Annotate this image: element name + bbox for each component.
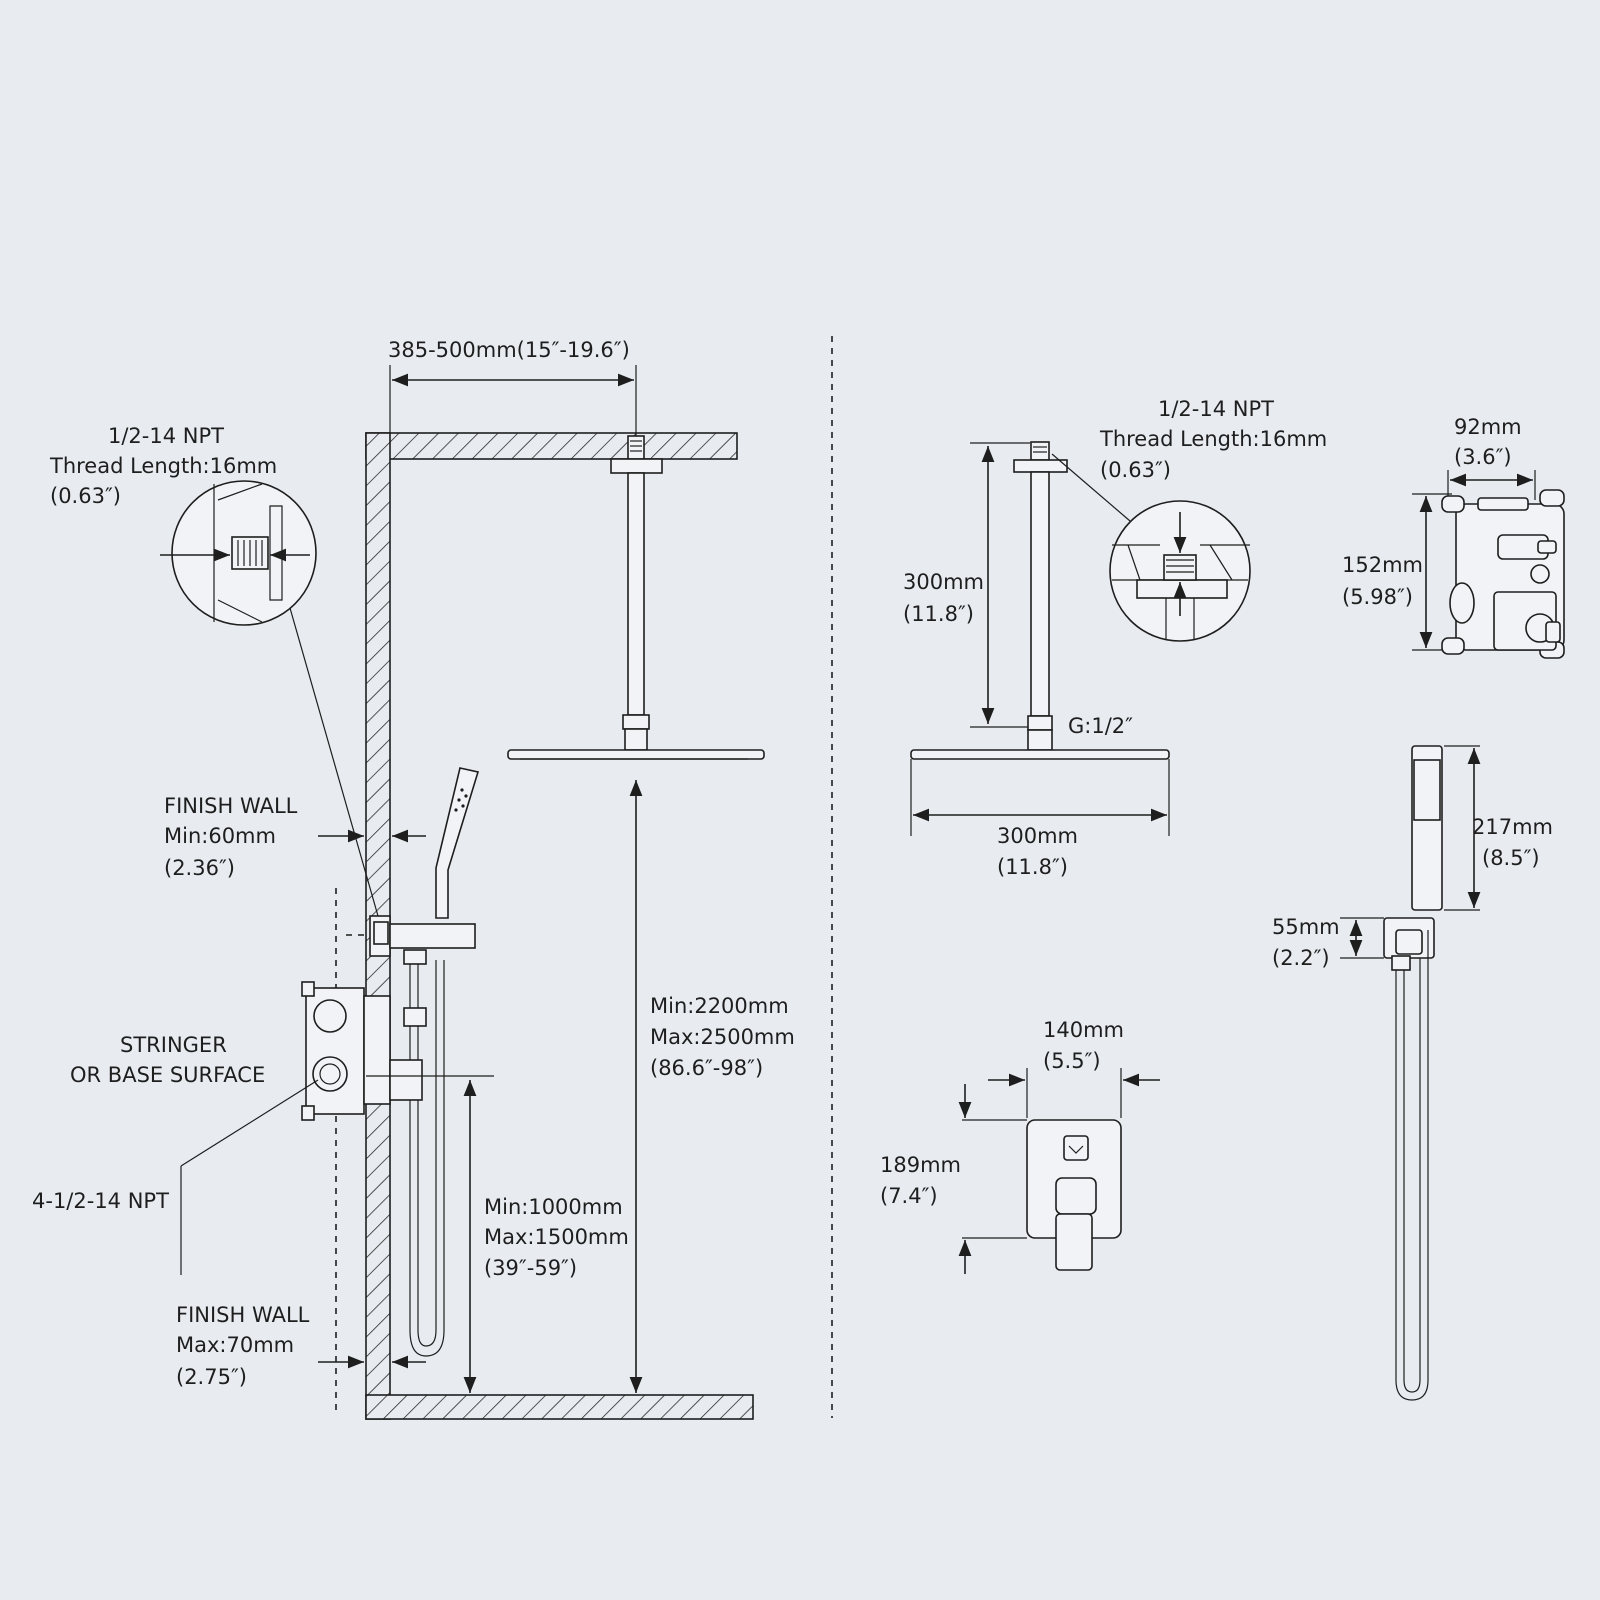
plate-height-line1: 189mm <box>880 1153 961 1177</box>
rain-shower-right <box>910 441 1170 836</box>
arm-length-dimension: 385-500mm(15″-19.6″) <box>388 338 637 440</box>
hand-shower-left <box>369 767 480 1357</box>
rain-shower-left <box>507 435 765 760</box>
finish-wall-min-line2: Min:60mm <box>164 824 276 848</box>
valve-height-right-line2: (5.98″) <box>1342 585 1413 609</box>
plate-width-line2: (5.5″) <box>1043 1049 1101 1073</box>
finish-wall-min-line1: FINISH WALL <box>164 794 298 818</box>
valve-body-left <box>301 981 494 1121</box>
shower-height-line3: (86.6″-98″) <box>650 1056 763 1080</box>
valve-height-right-line1: 152mm <box>1342 553 1423 577</box>
valve-height-line2: Max:1500mm <box>484 1225 629 1249</box>
thread-right-line3: (0.63″) <box>1100 458 1171 482</box>
stringer-line2: OR BASE SURFACE <box>70 1063 265 1087</box>
plate-width-line1: 140mm <box>1043 1018 1124 1042</box>
finish-wall-max-line1: FINISH WALL <box>176 1303 310 1327</box>
thread-right-line2: Thread Length:16mm <box>1099 427 1327 451</box>
holder-height-line1: 55mm <box>1272 915 1340 939</box>
trim-plate: 140mm (5.5″) 189mm (7.4″) <box>880 1018 1160 1274</box>
thread-callout-left: 1/2-14 NPT Thread Length:16mm (0.63″) <box>49 424 383 931</box>
thread-callout-right: 1/2-14 NPT Thread Length:16mm (0.63″) <box>1051 397 1327 642</box>
arm-drop-line2: (11.8″) <box>903 602 974 626</box>
handheld-detail: 217mm (8.5″) 55mm (2.2″) <box>1272 745 1553 1401</box>
npt-inlets-label: 4-1/2-14 NPT <box>32 1189 169 1213</box>
shower-height-line2: Max:2500mm <box>650 1025 795 1049</box>
stringer-label: STRINGER OR BASE SURFACE <box>70 1033 265 1087</box>
handheld-length-line2: (8.5″) <box>1482 846 1540 870</box>
thread-left-line1: 1/2-14 NPT <box>108 424 224 448</box>
npt-inlets-callout: 4-1/2-14 NPT <box>32 1079 319 1275</box>
valve-width-line2: (3.6″) <box>1454 445 1512 469</box>
rough-in-valve: 92mm (3.6″) 152mm (5.98″) <box>1342 415 1565 659</box>
finish-wall-min-line3: (2.36″) <box>164 856 235 880</box>
thread-left-line2: Thread Length:16mm <box>49 454 277 478</box>
wall-section <box>365 432 754 1420</box>
holder-height-line2: (2.2″) <box>1272 946 1330 970</box>
plate-height-line2: (7.4″) <box>880 1184 938 1208</box>
finish-wall-max-line2: Max:70mm <box>176 1333 294 1357</box>
connector-label: G:1/2″ <box>1068 714 1133 738</box>
thread-left-line3: (0.63″) <box>50 484 121 508</box>
arm-drop-line1: 300mm <box>903 570 984 594</box>
arm-length-label: 385-500mm(15″-19.6″) <box>388 338 630 362</box>
valve-height-line1: Min:1000mm <box>484 1195 623 1219</box>
head-width-line1: 300mm <box>997 824 1078 848</box>
finish-wall-max: FINISH WALL Max:70mm (2.75″) <box>176 1303 426 1389</box>
handheld-length-line1: 217mm <box>1472 815 1553 839</box>
valve-width-line1: 92mm <box>1454 415 1522 439</box>
thread-right-line1: 1/2-14 NPT <box>1158 397 1274 421</box>
valve-height-line3: (39″-59″) <box>484 1256 577 1280</box>
head-width-line2: (11.8″) <box>997 855 1068 879</box>
arm-drop-dimension: 300mm (11.8″) G:1/2″ 300mm (11.8″) <box>903 442 1133 879</box>
stringer-line1: STRINGER <box>120 1033 227 1057</box>
valve-height-dimension: Min:1000mm Max:1500mm (39″-59″) <box>463 1080 629 1393</box>
finish-wall-max-line3: (2.75″) <box>176 1365 247 1389</box>
shower-height-line1: Min:2200mm <box>650 994 789 1018</box>
shower-height-dimension: Min:2200mm Max:2500mm (86.6″-98″) <box>629 780 795 1393</box>
finish-wall-min: FINISH WALL Min:60mm (2.36″) <box>164 794 426 880</box>
